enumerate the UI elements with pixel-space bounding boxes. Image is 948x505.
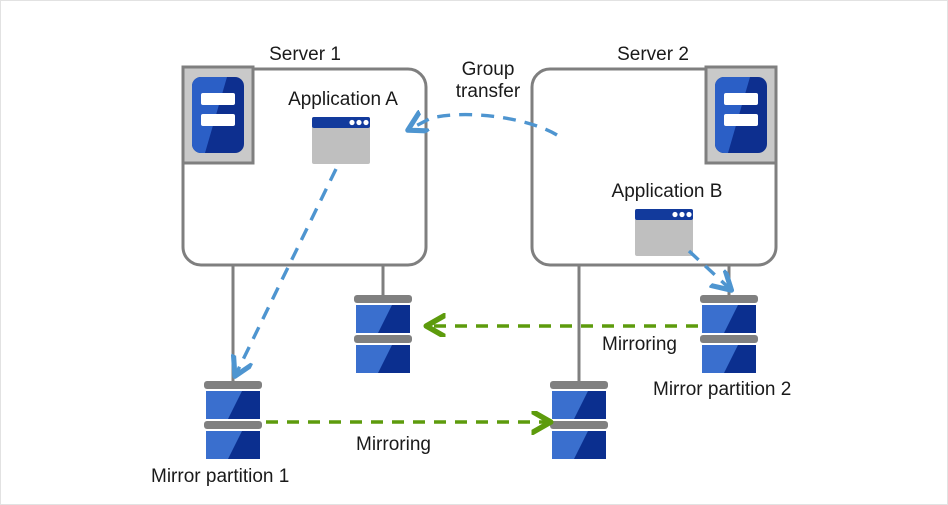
mirroring-label-top: Mirroring — [602, 334, 677, 355]
group-transfer-arrow — [412, 115, 558, 137]
disk-mirror-partition-1 — [204, 381, 262, 459]
server-1-title: Server 1 — [269, 44, 341, 65]
mirroring-label-bottom: Mirroring — [356, 434, 431, 455]
application-b-label: Application B — [611, 181, 723, 202]
disk-mirror-partition-2 — [700, 295, 758, 373]
mirror-partition-2-label: Mirror partition 2 — [653, 379, 792, 400]
server-2-title: Server 2 — [617, 44, 689, 65]
disk-server2-center — [550, 381, 608, 459]
mirror-partition-1-label: Mirror partition 1 — [151, 466, 290, 487]
application-window-icon-b — [635, 209, 693, 256]
group-transfer-line-1: Group — [461, 59, 515, 80]
group-transfer-label: Group transfer — [433, 59, 543, 103]
server-icon-1 — [181, 65, 255, 165]
application-a-label: Application A — [288, 89, 398, 110]
server-icon-2 — [704, 65, 778, 165]
app-a-to-partition1-arrow — [237, 168, 338, 372]
application-window-icon-a — [312, 117, 370, 164]
disk-server1-center — [354, 295, 412, 373]
app-b-to-partition2-arrow — [687, 249, 728, 287]
group-transfer-line-2: transfer — [455, 81, 521, 102]
